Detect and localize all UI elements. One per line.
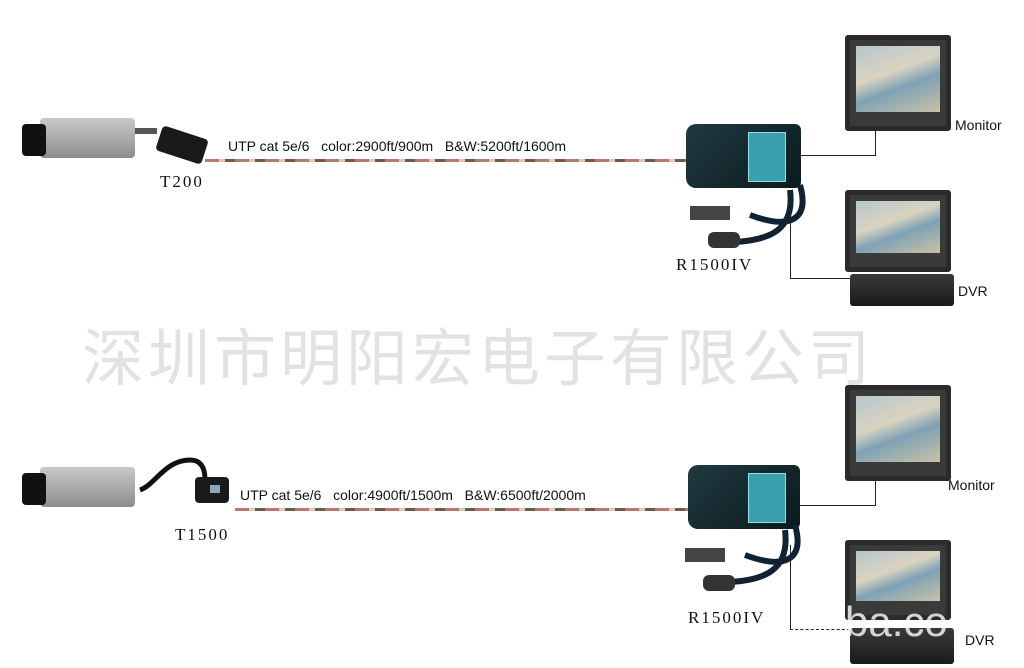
camera-lens-top bbox=[22, 124, 46, 156]
bnc-cables-bottom bbox=[685, 524, 801, 591]
dvr-box-top bbox=[850, 274, 954, 306]
cable-spec-top: UTP cat 5e/6 color:2900ft/900m B&W:5200f… bbox=[228, 138, 567, 154]
camera-bottom bbox=[40, 467, 135, 507]
monitor-top bbox=[845, 35, 951, 131]
watermark-partial: ba.co bbox=[845, 598, 948, 645]
camera-top bbox=[40, 118, 135, 158]
dvr-label-bottom: DVR bbox=[965, 632, 995, 648]
receiver-bottom bbox=[688, 465, 800, 529]
monitor-bottom bbox=[845, 385, 951, 481]
t200-transmitter bbox=[155, 125, 209, 165]
connector-line bbox=[875, 478, 876, 506]
receiver-label-bottom: R1500IV bbox=[688, 608, 766, 627]
cable-spec-bottom: UTP cat 5e/6 color:4900ft/1500m B&W:6500… bbox=[240, 487, 586, 503]
monitor-label-bottom: Monitor bbox=[948, 477, 995, 493]
dvr-monitor-top bbox=[845, 190, 951, 272]
company-watermark: 深圳市明阳宏电子有限公司 bbox=[82, 322, 875, 395]
connector-line bbox=[790, 200, 791, 278]
camera-lens-bottom bbox=[22, 473, 46, 505]
utp-cable-bottom bbox=[235, 508, 690, 511]
receiver-top bbox=[686, 124, 801, 188]
dvr-box-bottom bbox=[850, 628, 954, 664]
transmitter-label-top: T200 bbox=[160, 172, 204, 191]
bnc-connector-top bbox=[135, 128, 157, 134]
dvr-monitor-bottom bbox=[845, 540, 951, 620]
transmitter-label-bottom: T1500 bbox=[175, 525, 230, 544]
receiver-label-top: R1500IV bbox=[676, 255, 754, 274]
connector-line-dashed bbox=[790, 629, 850, 630]
connector-line bbox=[790, 545, 791, 630]
connector-line bbox=[875, 130, 876, 156]
utp-cable-top bbox=[205, 159, 690, 162]
connector-line bbox=[800, 505, 876, 506]
monitor-label-top: Monitor bbox=[955, 117, 1002, 133]
connector-line bbox=[800, 155, 876, 156]
t1500-transmitter bbox=[138, 457, 229, 503]
connector-line bbox=[790, 278, 850, 279]
dvr-label-top: DVR bbox=[958, 283, 988, 299]
